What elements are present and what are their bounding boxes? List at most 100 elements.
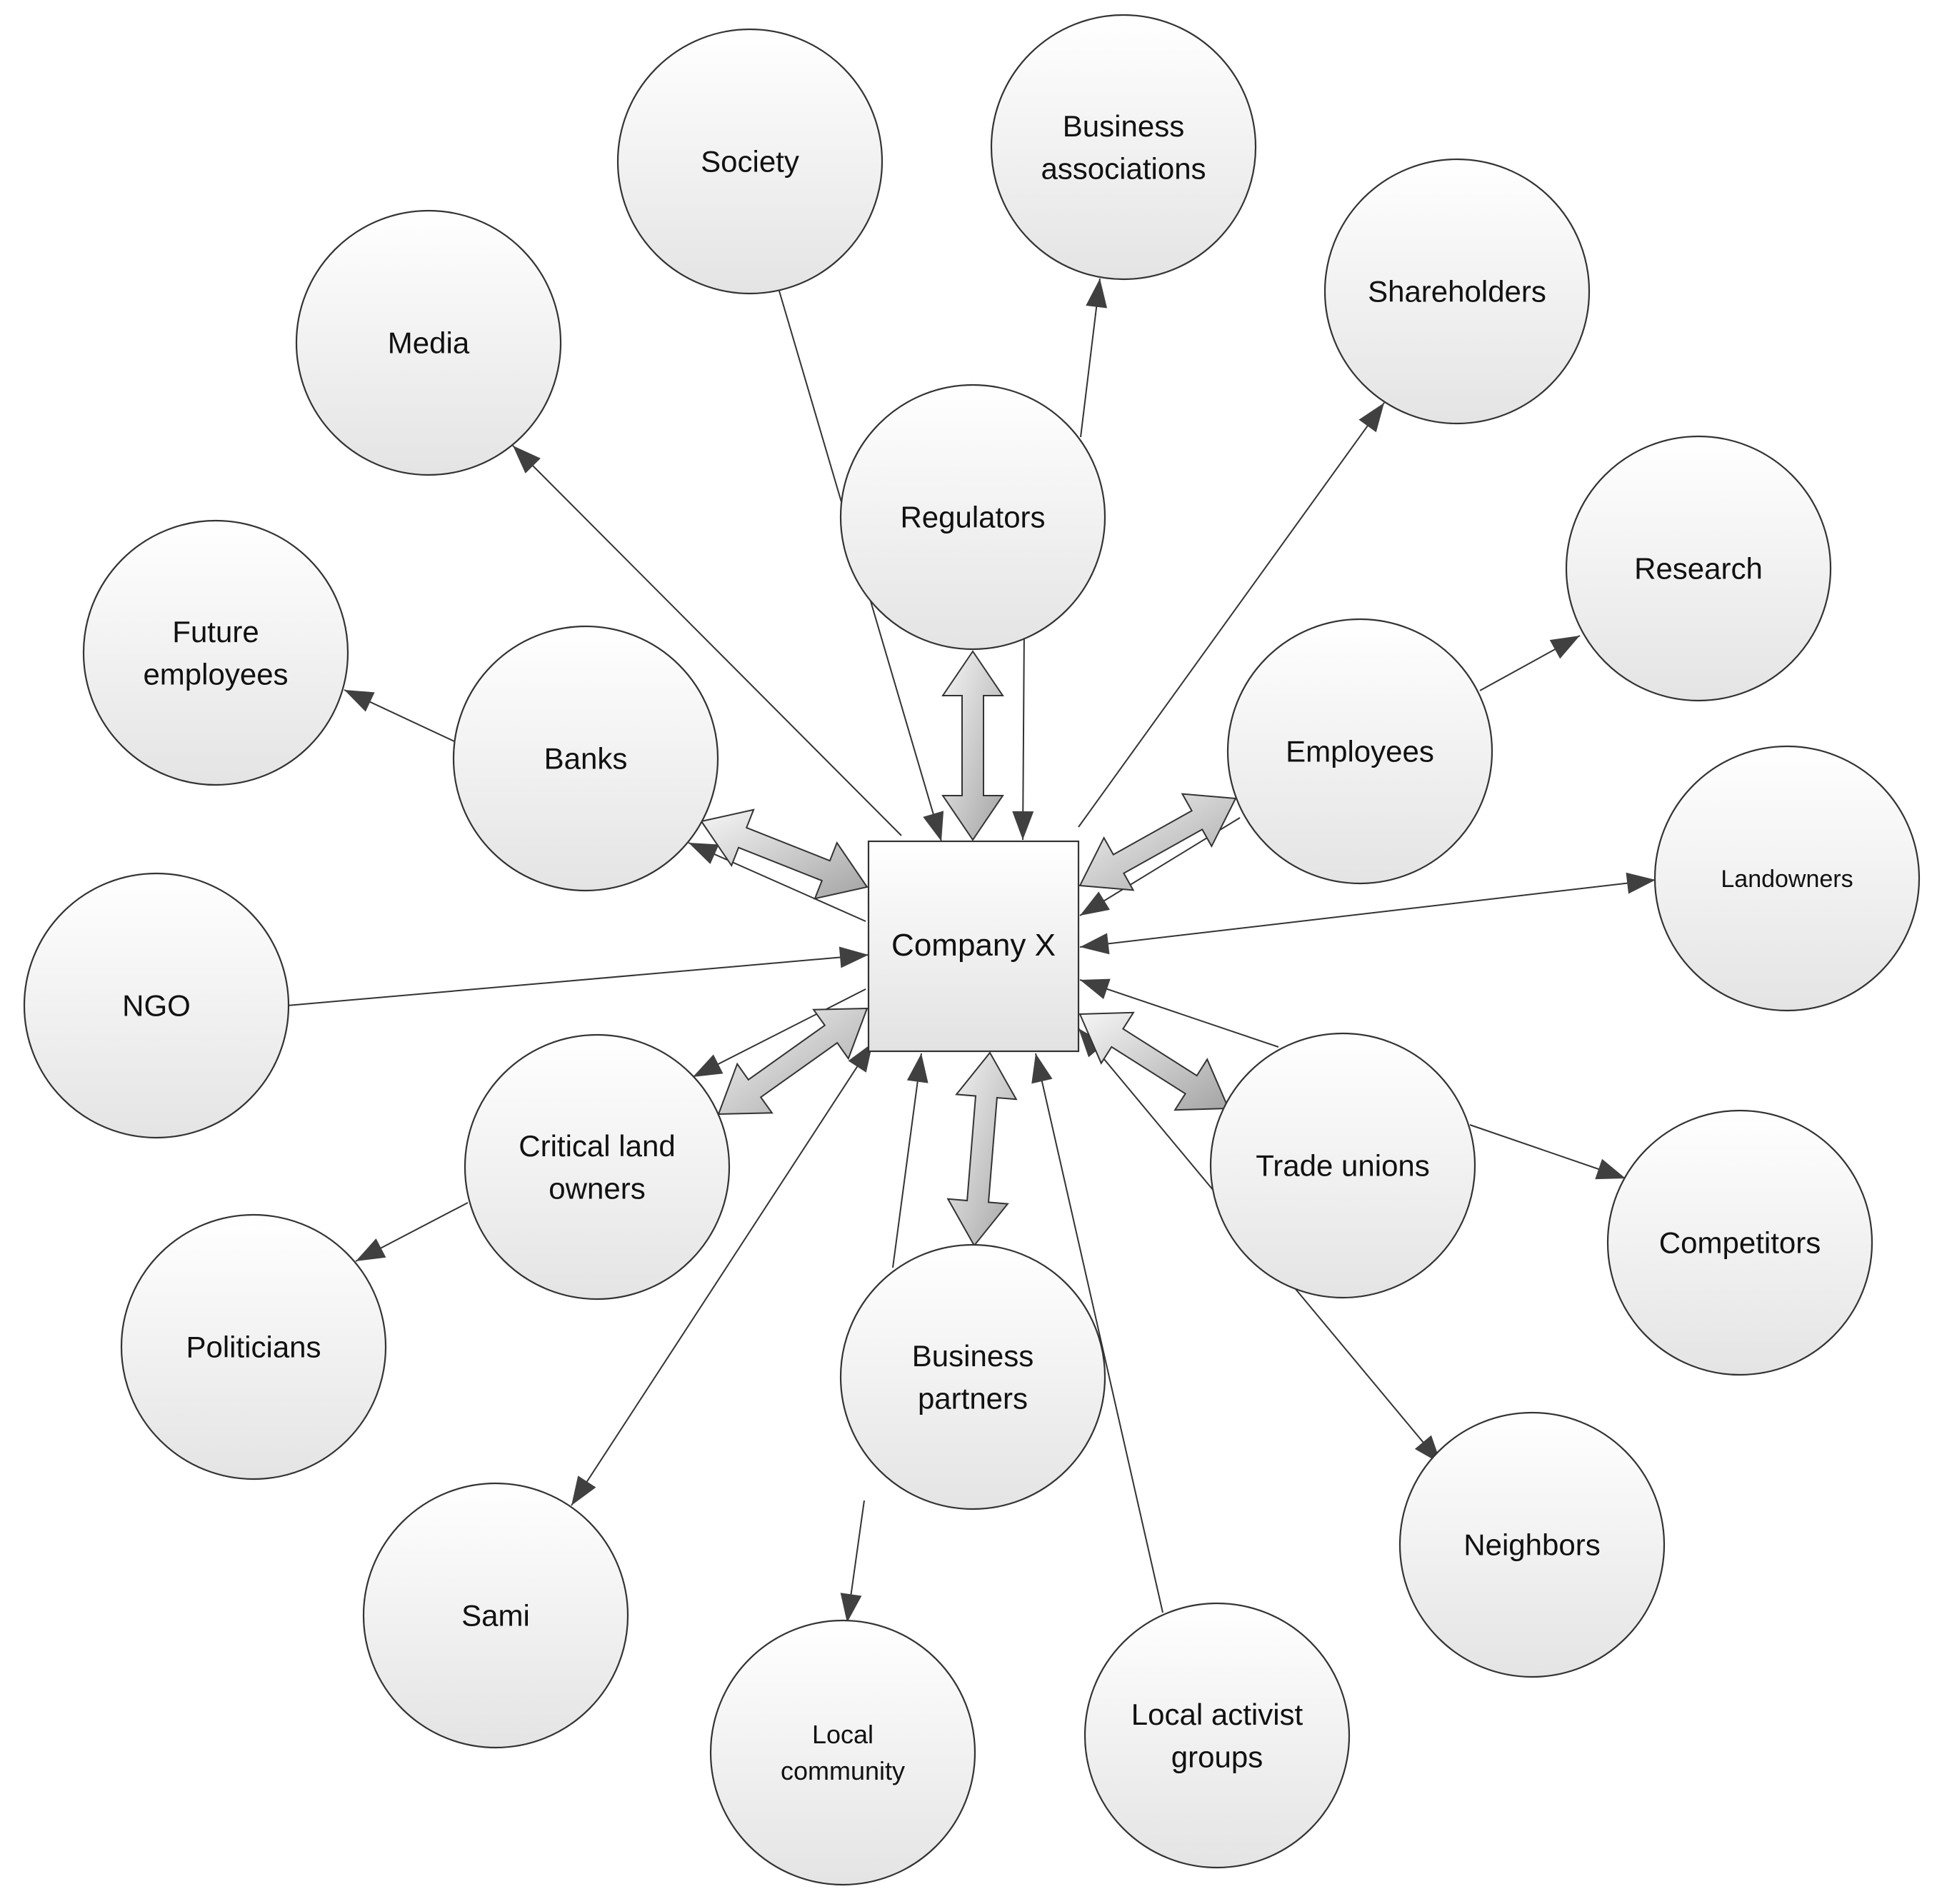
node-trade-unions[interactable]: Trade unions <box>1209 1032 1476 1299</box>
node-local-community[interactable]: Local community <box>709 1619 976 1886</box>
ngo-circle <box>23 872 290 1139</box>
connector-ngo-to-company <box>286 954 869 1006</box>
media-label: Media <box>388 326 470 360</box>
competitors-circle <box>1606 1109 1873 1376</box>
connector-to-local-community-arrowhead <box>840 1593 862 1623</box>
trade-unions-circle <box>1209 1032 1476 1299</box>
employees-circle <box>1226 618 1493 885</box>
node-sami[interactable]: Sami <box>362 1482 629 1749</box>
center-label: Company X <box>891 928 1056 963</box>
connector-company-sami-arrowhead <box>571 1475 596 1505</box>
landowners-circle <box>1653 745 1921 1012</box>
node-local-activist-groups[interactable]: Local activist groups <box>1083 1602 1351 1869</box>
connector-company-landowners-arrowhead <box>1626 872 1656 894</box>
regulators-circle <box>839 384 1106 651</box>
connector-company-landowners <box>1079 879 1656 948</box>
connector-banks-to-future-employees-arrowhead <box>344 690 375 712</box>
connector-business-associations-line <box>1022 624 1025 841</box>
connector-company-landowners-start-arrowhead <box>1080 933 1110 955</box>
block-arrow-regulators-company <box>941 650 1004 841</box>
ngo-label: NGO <box>122 989 191 1023</box>
connector-business-partners-to-company-arrowhead <box>906 1053 929 1083</box>
connector-critical-land-owners-line <box>692 988 866 1078</box>
connector-society-to-company-arrowhead <box>923 811 944 841</box>
shareholders-circle <box>1323 158 1591 425</box>
business-partners-label: Business <box>912 1339 1033 1373</box>
shareholders-label: Shareholders <box>1368 275 1546 309</box>
society-circle <box>616 28 884 295</box>
block-arrow-employees-company <box>1078 793 1237 891</box>
node-research[interactable]: Research <box>1565 435 1832 702</box>
connector-to-business-associations-arrowhead <box>1086 279 1108 309</box>
business-associations-label: associations <box>1041 152 1206 186</box>
node-business-associations[interactable]: Business associations <box>990 14 1257 281</box>
node-shareholders[interactable]: Shareholders <box>1323 158 1591 425</box>
local-activist-groups-circle <box>1083 1602 1351 1869</box>
society-label: Society <box>701 145 799 179</box>
critical-land-owners-circle <box>464 1033 731 1301</box>
business-associations-circle <box>990 14 1257 281</box>
research-label: Research <box>1634 552 1763 586</box>
connector-ngo-to-company-arrowhead <box>839 946 869 968</box>
politicians-label: Politicians <box>186 1331 321 1364</box>
future-employees-circle <box>82 519 349 786</box>
connector-banks-line <box>688 842 866 922</box>
connector-critical-land-owners-line-arrowhead <box>693 1054 724 1077</box>
center-company-box[interactable]: Company X <box>867 840 1080 1053</box>
competitors-label: Competitors <box>1659 1226 1821 1260</box>
sami-label: Sami <box>461 1599 530 1633</box>
connector-business-partners-to-company <box>892 1053 922 1268</box>
connector-trade-unions-to-company <box>1079 979 1279 1048</box>
local-activist-groups-label: groups <box>1171 1740 1263 1774</box>
business-associations-label: Business <box>1063 109 1184 143</box>
connector-trade-unions-to-competitors-arrowhead <box>1595 1158 1626 1180</box>
connector-activists-to-company <box>1035 1053 1163 1613</box>
block-arrow-trade-unions-company <box>1078 1011 1230 1111</box>
node-business-partners[interactable]: Business partners <box>839 1243 1106 1510</box>
local-community-label: community <box>781 1756 905 1785</box>
connector-to-politicians-arrowhead <box>356 1238 386 1261</box>
banks-label: Banks <box>544 742 628 776</box>
node-critical-land-owners[interactable]: Critical land owners <box>464 1033 731 1301</box>
future-employees-label: Future <box>172 615 259 648</box>
media-circle <box>295 209 562 476</box>
block-arrow-critical-land-owners-company <box>717 1007 869 1116</box>
future-employees-label: employees <box>143 658 288 691</box>
employees-label: Employees <box>1286 735 1434 768</box>
sami-circle <box>362 1482 629 1749</box>
connector-company-to-media-arrowhead <box>513 446 541 474</box>
trade-unions-label: Trade unions <box>1256 1149 1430 1183</box>
node-banks[interactable]: Banks <box>452 625 719 892</box>
block-arrow-business-partners-company <box>946 1051 1018 1247</box>
research-circle <box>1565 435 1832 702</box>
connector-company-to-shareholders-arrowhead <box>1358 403 1384 433</box>
node-landowners[interactable]: Landowners <box>1653 745 1921 1012</box>
connector-trade-unions-to-company-arrowhead <box>1080 978 1111 1000</box>
connector-activists-to-company-arrowhead <box>1031 1053 1053 1084</box>
node-competitors[interactable]: Competitors <box>1606 1109 1873 1376</box>
node-media[interactable]: Media <box>295 209 562 476</box>
regulators-label: Regulators <box>900 501 1045 534</box>
connector-business-associations-line-arrowhead <box>1012 811 1034 840</box>
local-community-circle <box>709 1619 976 1886</box>
connector-employees-to-research-arrowhead <box>1549 636 1580 659</box>
connector-company-sami <box>571 1042 874 1506</box>
local-activist-groups-label: Local activist <box>1131 1698 1303 1731</box>
connector-company-to-media <box>512 445 902 836</box>
node-neighbors[interactable]: Neighbors <box>1398 1411 1666 1678</box>
node-society[interactable]: Society <box>616 28 884 295</box>
node-politicians[interactable]: Politicians <box>120 1213 387 1480</box>
connector-company-sami-start-arrowhead <box>848 1043 873 1073</box>
block-arrow-banks-company <box>700 808 869 900</box>
node-future-employees[interactable]: Future employees <box>82 519 349 786</box>
business-partners-circle <box>839 1243 1106 1510</box>
business-partners-label: partners <box>918 1382 1028 1416</box>
node-ngo[interactable]: NGO <box>23 872 290 1139</box>
neighbors-circle <box>1398 1411 1666 1678</box>
local-community-label: Local <box>812 1720 874 1749</box>
critical-land-owners-label: Critical land <box>519 1129 675 1163</box>
node-employees[interactable]: Employees <box>1226 618 1493 885</box>
critical-land-owners-label: owners <box>549 1172 645 1206</box>
node-regulators[interactable]: Regulators <box>839 384 1106 651</box>
